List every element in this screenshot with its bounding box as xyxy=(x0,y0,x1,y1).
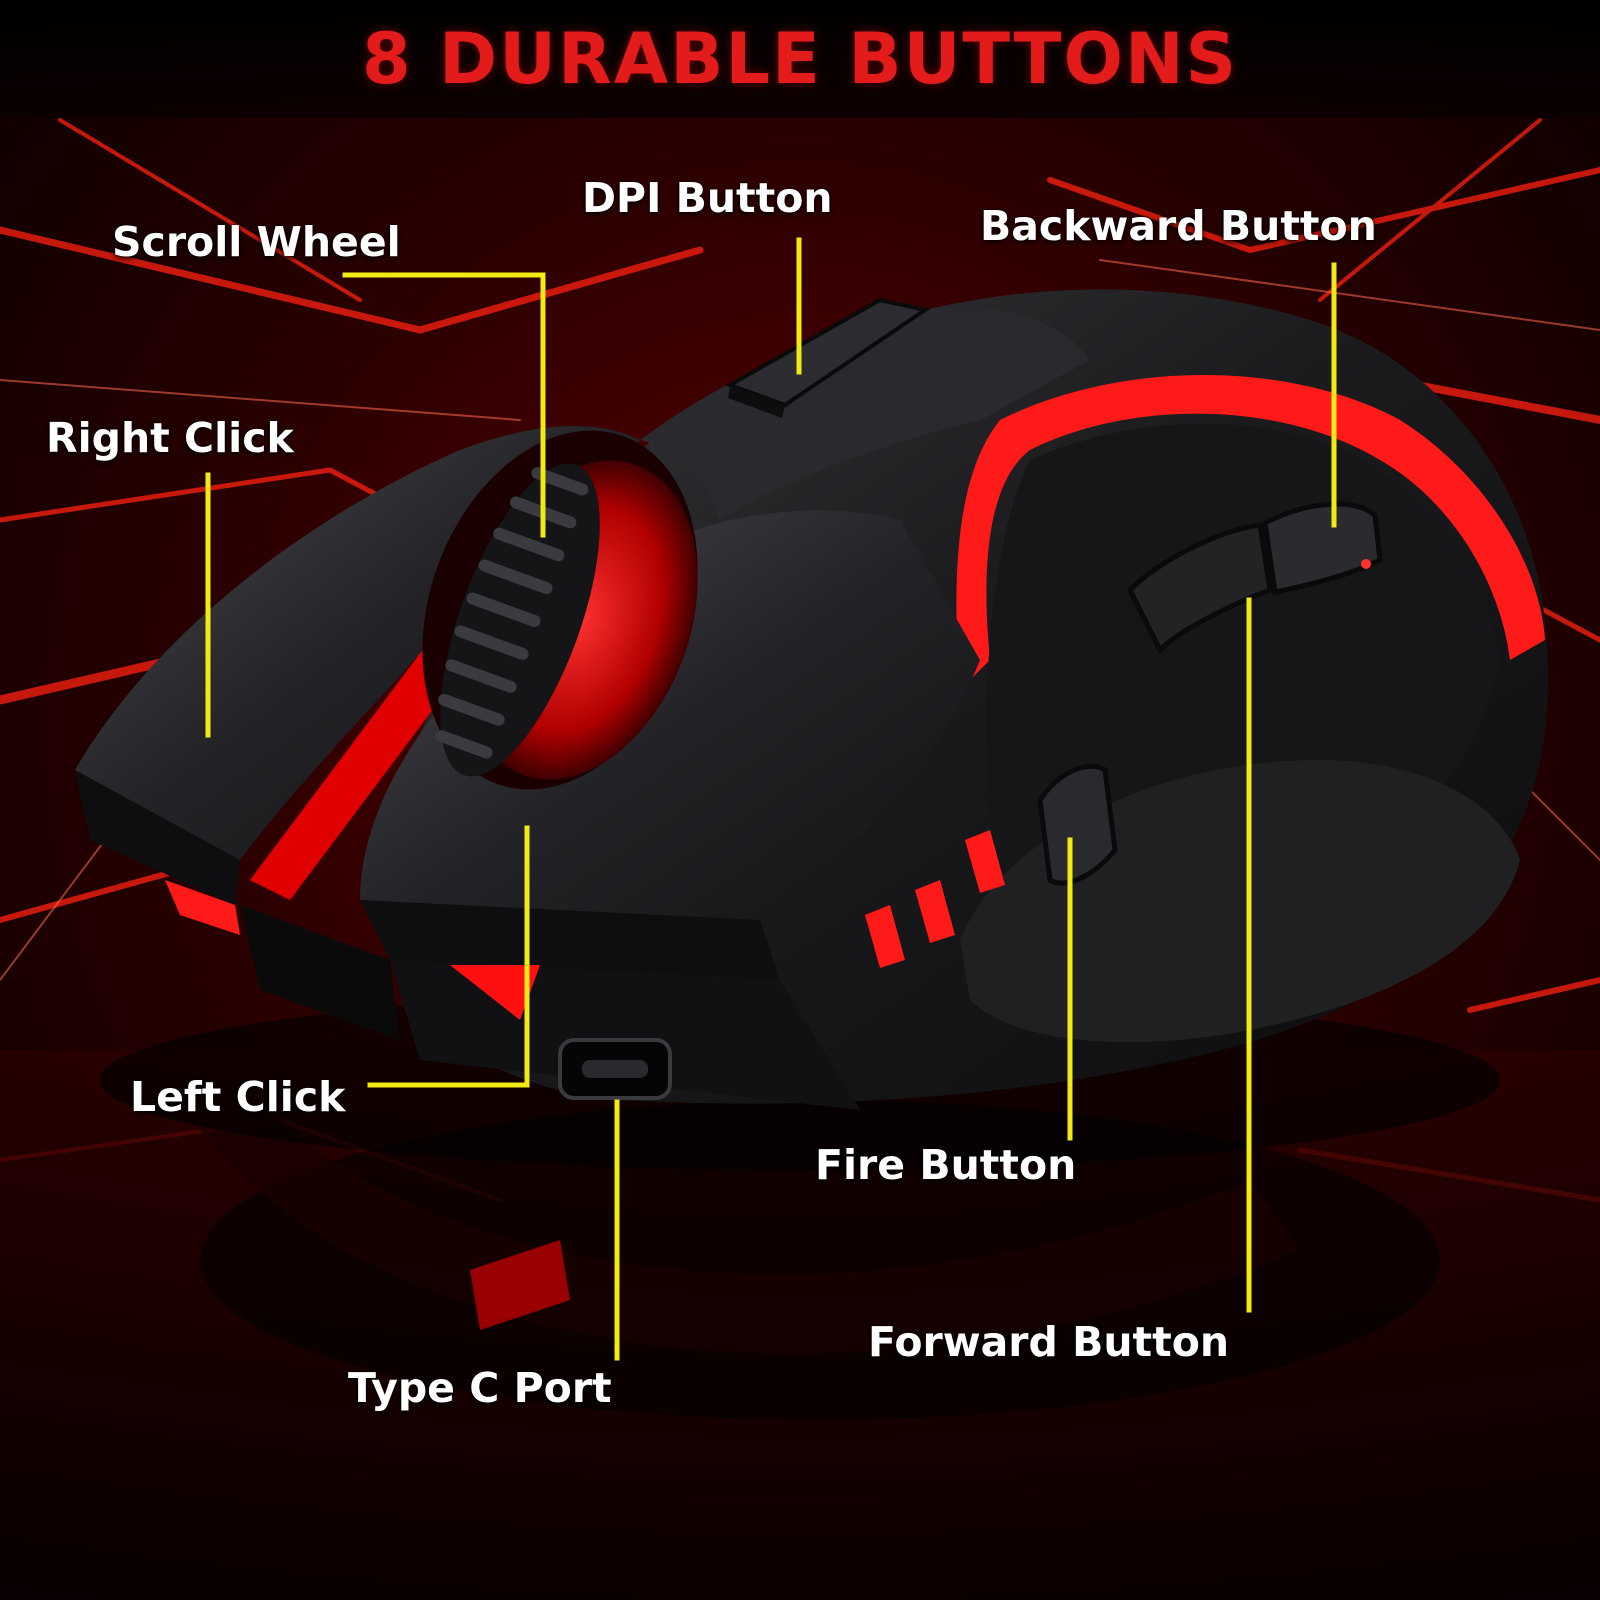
backward-button-label: Backward Button xyxy=(980,202,1377,250)
left-click-label: Left Click xyxy=(130,1073,346,1121)
forward-button-label: Forward Button xyxy=(868,1318,1230,1366)
title-banner: 8 DURABLE BUTTONS xyxy=(0,0,1600,118)
right-click-label: Right Click xyxy=(46,414,294,462)
dpi-button-label: DPI Button xyxy=(582,174,833,222)
page-title: 8 DURABLE BUTTONS xyxy=(361,18,1239,100)
scroll-wheel-label: Scroll Wheel xyxy=(112,218,401,266)
scroll-wheel-leader xyxy=(342,272,546,538)
fire-button-label: Fire Button xyxy=(815,1141,1077,1189)
left-click-leader xyxy=(367,825,530,1088)
type-c-port-label: Type C Port xyxy=(348,1364,612,1412)
